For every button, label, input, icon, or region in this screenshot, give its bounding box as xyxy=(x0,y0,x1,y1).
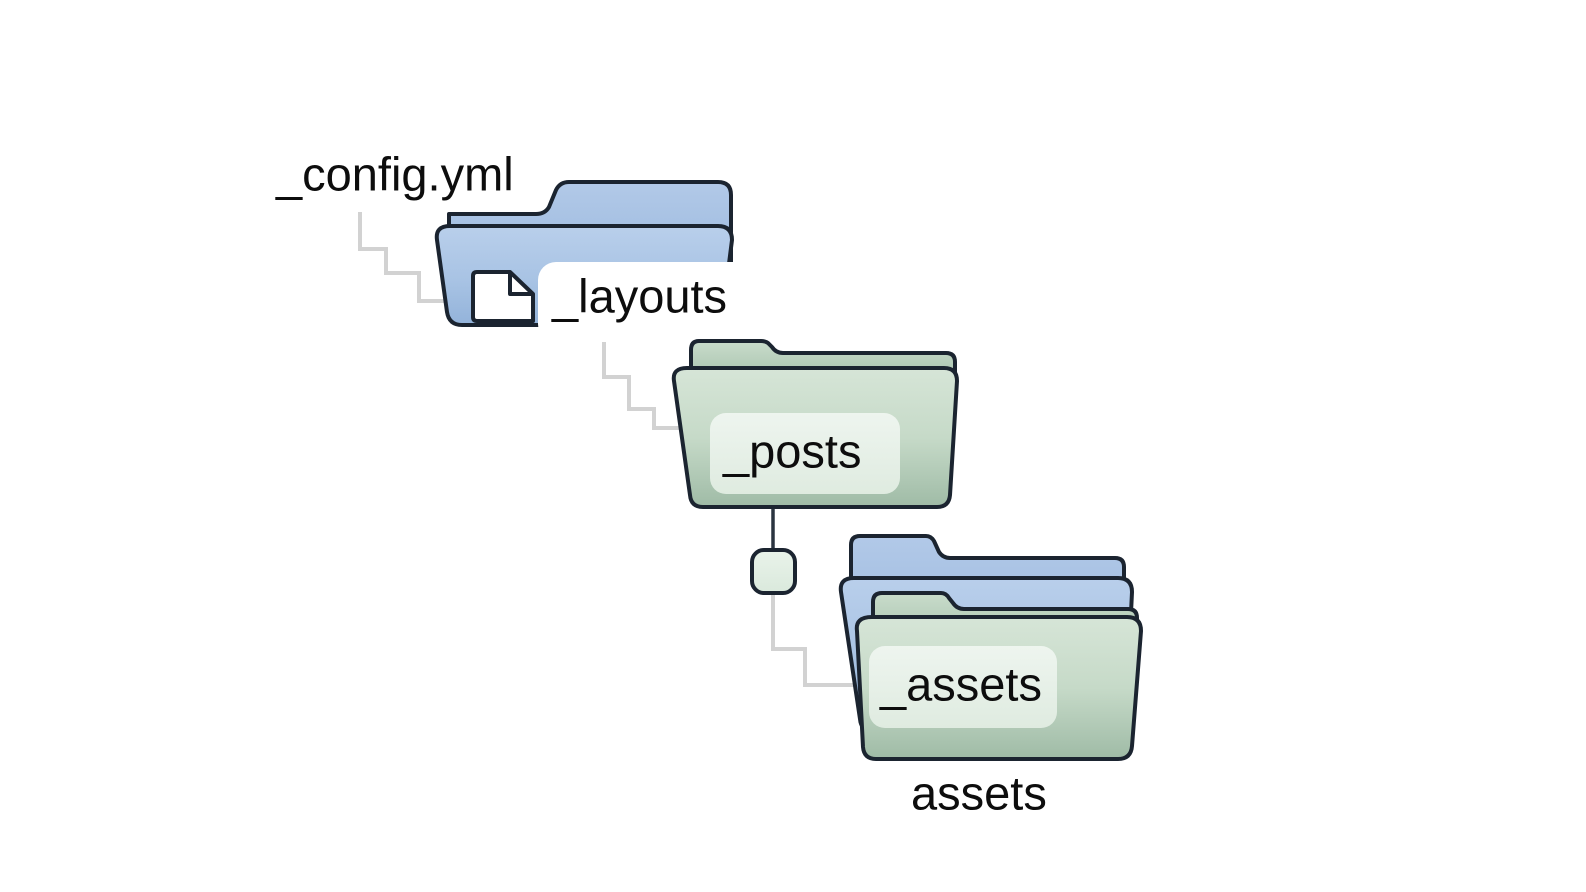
posts-inner-plate xyxy=(710,413,900,494)
folder-stack-assets[interactable]: _assets xyxy=(838,534,1143,761)
connector-layouts-to-posts xyxy=(602,337,700,430)
layouts-label-plate xyxy=(538,262,768,342)
folder-posts-label: _posts xyxy=(722,424,861,477)
assets-inner-plate xyxy=(869,646,1057,728)
folder-assets-label: _assets xyxy=(879,657,1042,710)
node-label-layouts: _layouts xyxy=(551,269,727,322)
junction-node[interactable] xyxy=(750,548,797,595)
node-label-config-yml: _config.yml xyxy=(275,147,514,200)
config-label-plate xyxy=(268,150,540,212)
connector-config-to-layouts xyxy=(358,210,520,303)
document-icon xyxy=(471,270,535,323)
node-caption-assets: assets xyxy=(911,766,1047,819)
folder-posts[interactable]: _posts xyxy=(671,339,959,509)
connector-junction-to-assets xyxy=(771,592,880,687)
